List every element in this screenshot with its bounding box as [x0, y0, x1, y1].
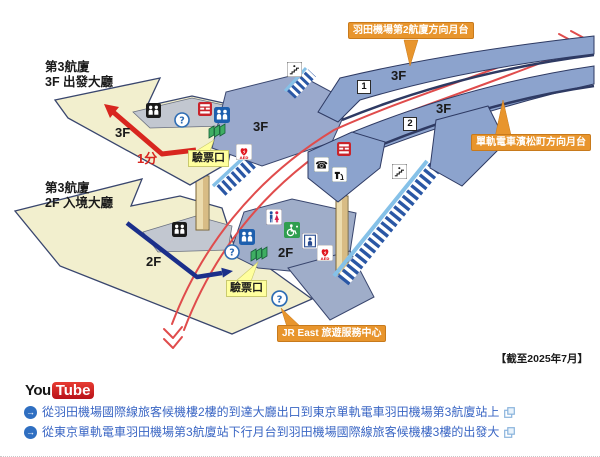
youtube-link-text[interactable]: 從東京單軌電車羽田機場第3航廈站下行月台到羽田機場國際線旅客候機樓3樓的出發大 — [42, 425, 500, 439]
svg-text:AED: AED — [240, 155, 249, 160]
ticket-counter-icon — [214, 107, 230, 123]
youtube-logo-tube: Tube — [51, 382, 95, 399]
hall-2f-label: 第3航廈 2F 入境大廳 — [45, 181, 113, 211]
staffed-counter-icon — [172, 222, 187, 237]
external-link-icon — [504, 406, 516, 418]
ticket-gates-2f-icon — [250, 246, 268, 262]
aed-icon: AED — [316, 244, 334, 262]
ticket-gate-label-3f: 驗票口 — [188, 150, 229, 167]
information-icon: ? — [271, 290, 288, 307]
hall-2f-title: 第3航廈 — [45, 181, 90, 195]
elevator-icon — [301, 232, 319, 250]
youtube-link-arrival-route[interactable]: → 從羽田機場國際線旅客候機樓2樓的到達大廳出口到東京單軌電車羽田機場第3航廈站… — [24, 404, 516, 420]
floor-text-3f-hall: 3F — [115, 125, 131, 140]
public-phone-icon: ☎ — [313, 156, 330, 173]
restroom-icon — [265, 208, 283, 226]
arrow-bullet-icon: → — [24, 425, 37, 439]
callout-jr-east-center: JR East 旅遊服務中心 — [277, 325, 387, 342]
callout-terminal2-platform: 羽田機場第2航廈方向月台 — [348, 22, 474, 39]
floor-text-2f-hall: 2F — [146, 254, 162, 269]
svg-text:?: ? — [179, 116, 185, 127]
youtube-link-text[interactable]: 從羽田機場國際線旅客候機樓2樓的到達大廳出口到東京單軌電車羽田機場第3航廈站上 — [42, 405, 500, 419]
staffed-counter-icon — [146, 103, 161, 118]
escalator-icon — [286, 61, 303, 78]
ticket-machine-icon — [337, 142, 351, 156]
pillars — [195, 175, 349, 275]
floor-text-platform2: 3F — [436, 101, 452, 116]
platform2-number-badge: 2 — [403, 117, 417, 131]
escalator-icon — [391, 163, 408, 180]
ticket-gate-label-2f: 驗票口 — [226, 280, 267, 297]
callout-hamamatsucho-platform: 單軌電車濱松町方向月台 — [471, 134, 591, 151]
hall-2f-subtitle: 2F 入境大廳 — [45, 196, 114, 210]
arrow-bullet-icon: → — [24, 405, 37, 419]
ticket-gates-3f-icon — [208, 123, 226, 139]
as-of-date: 【截至2025年7月】 — [495, 353, 588, 365]
information-icon: ? — [174, 112, 190, 128]
svg-text:?: ? — [277, 294, 283, 305]
escalator-main — [332, 159, 442, 286]
floor-text-platform1: 3F — [391, 68, 407, 83]
walk-time-label: 1分 — [137, 151, 158, 166]
accessible-restroom-icon — [284, 222, 300, 238]
escalator-top — [283, 66, 316, 99]
hall-3f-label: 第3航廈 3F 出發大廳 — [45, 60, 113, 90]
hall-3f-title: 第3航廈 — [45, 60, 90, 74]
floor-text-2f-concourse: 2F — [278, 245, 294, 260]
information-icon: ? — [224, 244, 240, 260]
floor-text-3f-concourse: 3F — [253, 119, 269, 134]
floor-3f-structures — [53, 73, 351, 186]
walk-route-3f-arrow — [104, 104, 197, 157]
platform1-number-badge: 1 — [357, 80, 371, 94]
external-link-icon — [504, 426, 516, 438]
hall-3f-subtitle: 3F 出發大廳 — [45, 75, 114, 89]
walk-route-2f-arrow — [125, 221, 233, 280]
youtube-link-departure-route[interactable]: → 從東京單軌電車羽田機場第3航廈站下行月台到羽田機場國際線旅客候機樓3樓的出發… — [24, 424, 516, 440]
aed-icon: AED — [235, 143, 253, 161]
svg-text:☎: ☎ — [315, 159, 328, 171]
drinking-fountain-icon — [331, 166, 348, 183]
platforms — [307, 35, 595, 203]
svg-text:?: ? — [229, 248, 235, 259]
ticket-counter-icon — [239, 229, 255, 245]
youtube-logo-you: You — [25, 382, 51, 399]
svg-text:AED: AED — [321, 256, 330, 261]
ticket-machine-icon — [198, 102, 212, 116]
